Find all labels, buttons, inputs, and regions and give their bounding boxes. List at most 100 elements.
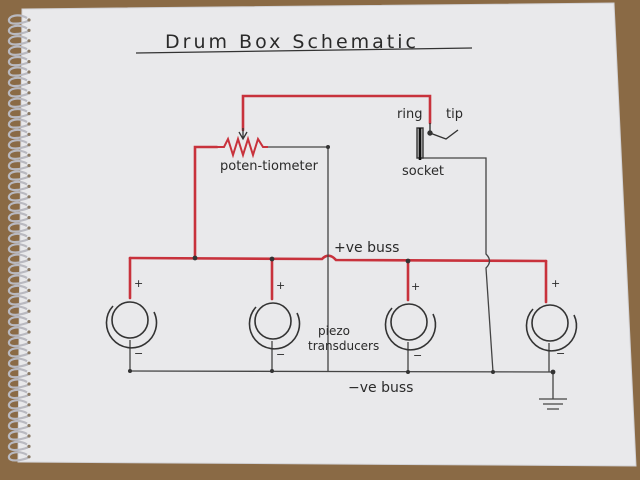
plus-mark-2: + — [276, 279, 285, 292]
spiral-hole — [27, 28, 31, 32]
minus-mark-2: − — [276, 348, 285, 361]
spiral-coil — [7, 35, 29, 46]
spiral-coil — [7, 191, 29, 202]
spiral-coil — [7, 274, 29, 285]
ring-label: ring — [397, 107, 422, 122]
potentiometer-label: poten-tiometer — [220, 159, 319, 174]
spiral-coil — [7, 66, 29, 77]
spiral-hole — [27, 70, 31, 74]
spiral-hole — [27, 18, 31, 22]
plus-mark-3: + — [411, 280, 420, 293]
negative-buss-label: −ve buss — [348, 380, 413, 396]
spiral-hole — [27, 164, 31, 168]
spiral-hole — [27, 413, 31, 417]
spiral-hole — [27, 403, 31, 407]
spiral-hole — [27, 101, 31, 105]
spiral-hole — [27, 444, 31, 448]
spiral-coil — [7, 326, 29, 337]
spiral-hole — [27, 226, 31, 230]
spiral-hole — [27, 372, 31, 376]
spiral-coil — [7, 14, 29, 25]
spiral-coil — [7, 295, 29, 306]
spiral-hole — [27, 60, 31, 64]
spiral-coil — [7, 440, 29, 452]
spiral-coil — [7, 357, 29, 368]
spiral-coil — [7, 243, 29, 254]
spiral-coil — [7, 419, 29, 431]
plus-mark-1: + — [134, 277, 143, 290]
junction-dots — [128, 145, 556, 375]
spiral-coil — [7, 315, 29, 327]
spiral-coil — [7, 107, 29, 119]
spiral-hole — [27, 91, 31, 95]
spiral-hole — [27, 143, 31, 147]
spiral-coil — [7, 232, 29, 244]
spiral-coil — [7, 378, 29, 389]
tip-label: tip — [446, 107, 463, 122]
spiral-coil — [7, 149, 29, 160]
spiral-hole — [27, 257, 31, 261]
potentiometer-wiper-arrow — [238, 128, 248, 141]
ground-wiring — [127, 146, 567, 410]
spiral-coil — [7, 263, 29, 275]
spiral-coil — [7, 253, 29, 264]
spiral-hole — [27, 309, 31, 313]
schematic-title: Drum Box Schematic — [165, 31, 419, 53]
spiral-hole — [27, 39, 31, 43]
spiral-hole — [27, 424, 31, 428]
spiral-hole — [27, 153, 31, 157]
spiral-coil — [7, 87, 29, 98]
spiral-coil — [7, 367, 29, 379]
minus-mark-4: − — [556, 347, 565, 360]
spiral-coil — [7, 180, 29, 192]
spiral-coil — [7, 305, 29, 316]
spiral-hole — [27, 382, 31, 386]
minus-mark-3: − — [413, 349, 422, 362]
spiral-binding — [7, 14, 31, 462]
minus-mark-1: − — [134, 347, 143, 360]
spiral-coil — [7, 399, 29, 410]
spiral-coil — [7, 76, 29, 88]
spiral-hole — [27, 49, 31, 53]
positive-buss-label: +ve buss — [334, 240, 399, 256]
spiral-coil — [7, 211, 29, 223]
spiral-hole — [27, 392, 31, 396]
transducers-label: transducers — [308, 339, 379, 353]
transducer-3 — [384, 303, 437, 351]
spiral-coil — [7, 97, 29, 108]
spiral-hole — [27, 205, 31, 209]
piezo-label: piezo — [318, 324, 350, 338]
spiral-hole — [27, 351, 31, 355]
sketchbook-page — [17, 2, 637, 467]
spiral-coil — [7, 55, 29, 67]
spiral-hole — [27, 216, 31, 220]
transducer-2 — [248, 302, 301, 350]
spiral-coil — [7, 139, 29, 150]
spiral-coil — [7, 388, 29, 400]
spiral-coil — [7, 409, 29, 420]
spiral-hole — [27, 434, 31, 438]
spiral-hole — [27, 299, 31, 303]
spiral-hole — [27, 132, 31, 136]
spiral-coil — [7, 118, 29, 129]
spiral-coil — [7, 284, 29, 296]
spiral-coil — [7, 201, 29, 212]
spiral-hole — [27, 195, 31, 199]
spiral-coil — [7, 430, 29, 441]
spiral-coil — [7, 159, 29, 171]
transducer-1 — [105, 301, 158, 349]
spiral-hole — [27, 330, 31, 334]
jack-socket — [416, 123, 459, 160]
spiral-hole — [27, 174, 31, 178]
spiral-hole — [27, 268, 31, 272]
title-underline — [135, 47, 473, 54]
socket-label: socket — [402, 164, 444, 179]
spiral-hole — [27, 112, 31, 116]
potentiometer-resistor — [217, 135, 268, 159]
spiral-coil — [7, 336, 29, 348]
spiral-hole — [27, 361, 31, 365]
spiral-hole — [27, 122, 31, 126]
spiral-hole — [27, 288, 31, 292]
spiral-hole — [27, 340, 31, 344]
